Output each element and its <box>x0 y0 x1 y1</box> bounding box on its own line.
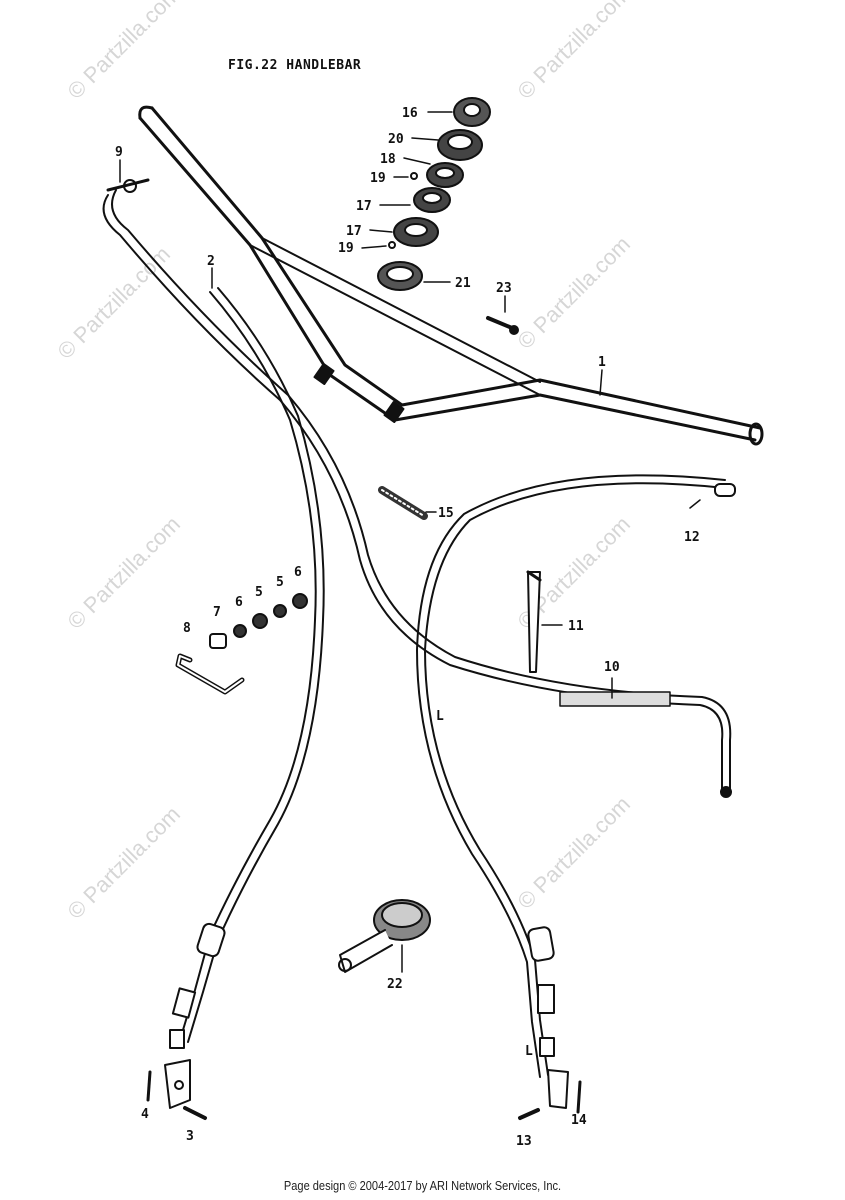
leader-lines <box>119 111 701 973</box>
callout-1: 1 <box>598 355 606 370</box>
callout-20: 20 <box>388 132 404 147</box>
callout-17: 17 <box>356 199 372 214</box>
callout-22: 22 <box>387 977 403 992</box>
handlebar[interactable] <box>138 105 764 446</box>
callout-16: 16 <box>402 106 418 121</box>
footer-copyright: Page design © 2004-2017 by ARI Network S… <box>283 1178 562 1193</box>
callout-13: 13 <box>516 1134 532 1149</box>
callout-3: 3 <box>186 1129 194 1144</box>
clutch-cable[interactable] <box>102 178 732 798</box>
throttle-cable-right[interactable] <box>416 474 736 1109</box>
callout-14: 14 <box>571 1113 587 1128</box>
bolt-23[interactable] <box>486 316 519 335</box>
callout-2: 2 <box>207 254 215 269</box>
callout-4: 4 <box>141 1107 149 1122</box>
callout-19: 19 <box>370 171 386 186</box>
callout-12: 12 <box>684 530 700 545</box>
callout-17: 17 <box>346 224 362 239</box>
callout-19: 19 <box>338 241 354 256</box>
callout-cable-l: L <box>436 709 444 724</box>
callout-5: 5 <box>255 585 263 600</box>
callout-18: 18 <box>380 152 396 167</box>
callout-10: 10 <box>604 660 620 675</box>
fasteners-5-8[interactable] <box>175 593 308 695</box>
throttle-cable-left[interactable] <box>164 287 325 1109</box>
callout-15: 15 <box>438 506 454 521</box>
callout-9: 9 <box>115 145 123 160</box>
bearing-stack[interactable] <box>377 97 491 291</box>
spring-15[interactable] <box>378 486 428 520</box>
callout-cable-l: L <box>525 1044 533 1059</box>
small-hardware[interactable] <box>146 1070 582 1120</box>
throttle-housing-22[interactable] <box>338 899 431 973</box>
callout-23: 23 <box>496 281 512 296</box>
callout-6: 6 <box>294 565 302 580</box>
callout-11: 11 <box>568 619 584 634</box>
callout-labels: 16 20 18 19 17 17 19 21 23 1 9 2 15 12 1… <box>115 106 700 1149</box>
callout-7: 7 <box>213 605 221 620</box>
lever-11[interactable] <box>526 570 542 673</box>
callout-8: 8 <box>183 621 191 636</box>
callout-21: 21 <box>455 276 471 291</box>
callout-5: 5 <box>276 575 284 590</box>
callout-6: 6 <box>235 595 243 610</box>
figure-title: FIG.22 HANDLEBAR <box>228 58 362 73</box>
